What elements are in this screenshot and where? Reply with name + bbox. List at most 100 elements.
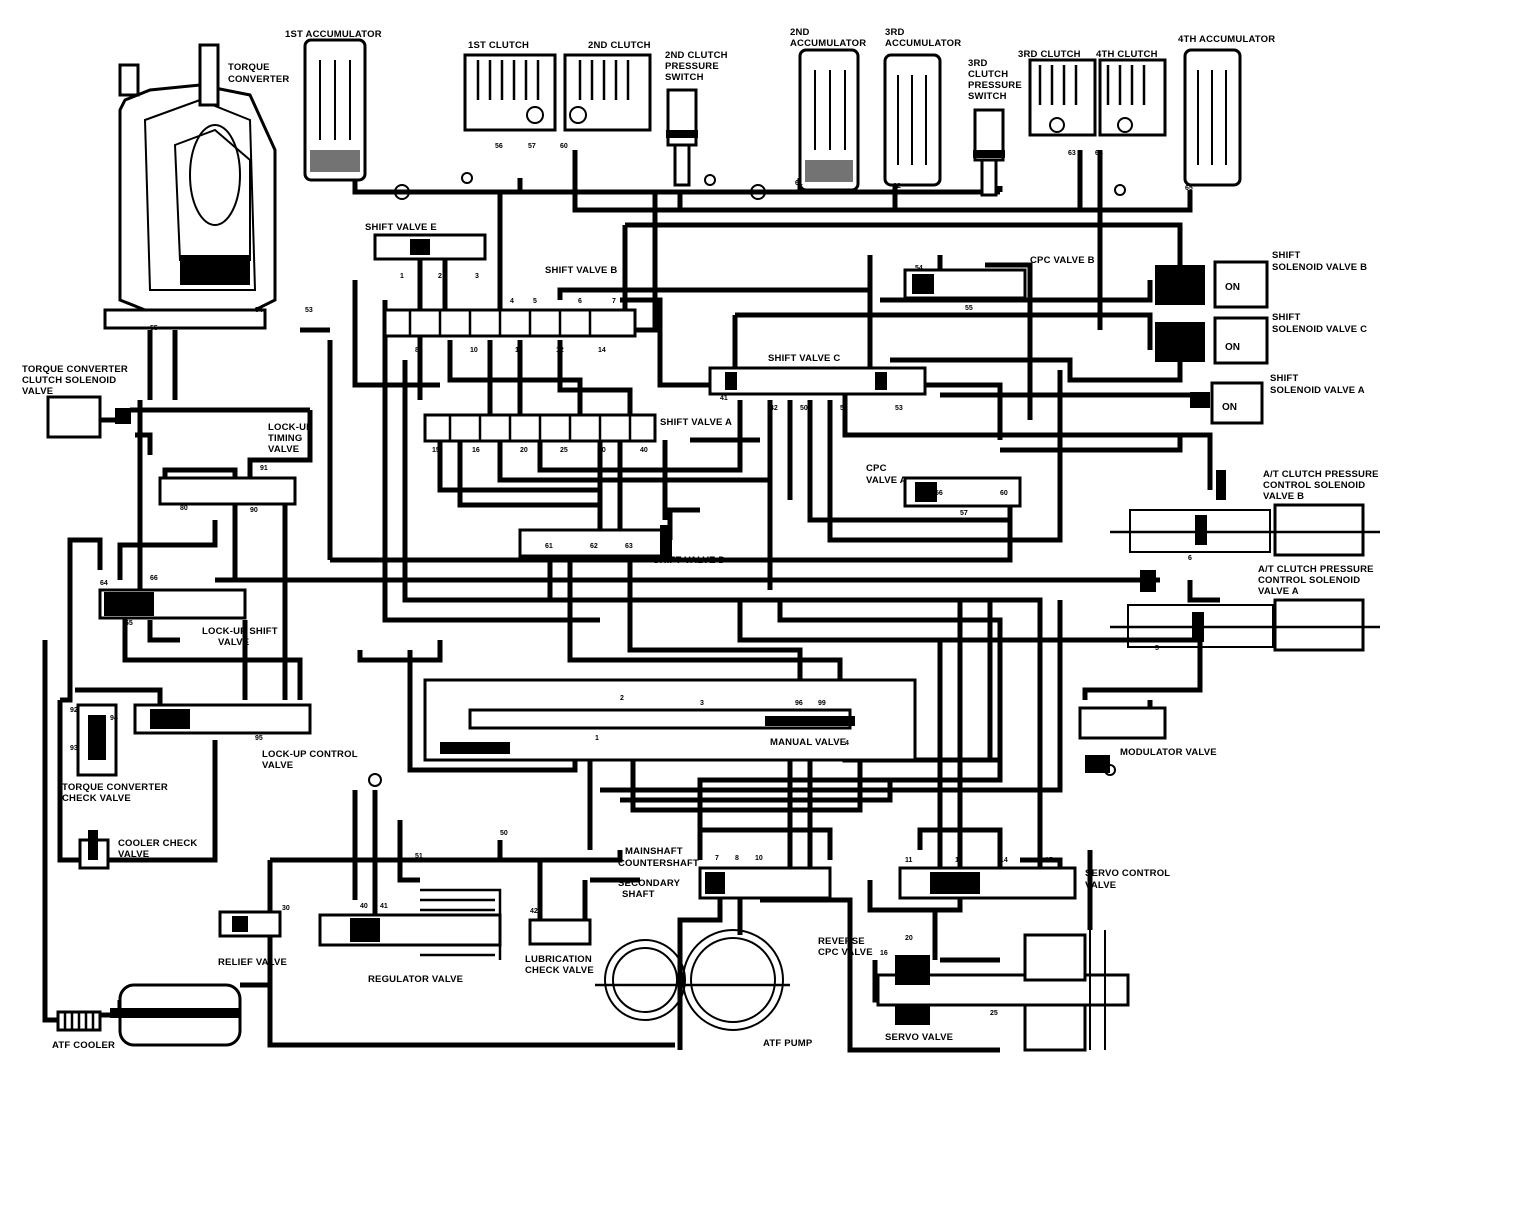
- port-number: 66: [150, 575, 158, 582]
- shift-solenoid-valve-a: [1190, 381, 1264, 425]
- port-number: 15: [432, 447, 440, 454]
- port-number: 3: [700, 700, 704, 707]
- label-shift-valve-e: SHIFT VALVE E: [365, 222, 437, 233]
- port-number: 15: [1045, 857, 1053, 864]
- port-number: 10: [470, 347, 478, 354]
- label-shift-valve-b: SHIFT VALVE B: [545, 265, 617, 276]
- label-atcpc-a-2: CONTROL SOLENOID: [1258, 575, 1360, 586]
- shift-valve-b: [383, 308, 637, 338]
- labels: TORQUE CONVERTER 1ST ACCUMULATOR 1ST CLU…: [22, 27, 1379, 1051]
- label-shift-solenoid-c-1: SHIFT: [1272, 312, 1300, 323]
- atf-cooler: [56, 983, 242, 1047]
- label-atcpc-b-2: CONTROL SOLENOID: [1263, 480, 1365, 491]
- port-number: 12: [955, 857, 963, 864]
- label-regulator-valve: REGULATOR VALVE: [368, 974, 463, 985]
- port-number: 6: [1188, 555, 1192, 562]
- port-number: 50: [800, 405, 808, 412]
- label-atcpc-a-1: A/T CLUTCH PRESSURE: [1258, 564, 1374, 575]
- shift-valve-a: [423, 413, 657, 443]
- port-number: 16: [880, 950, 888, 957]
- torque-converter-check-valve: [76, 703, 118, 777]
- port-number: 11: [515, 347, 523, 354]
- label-shift-valve-d: SHIFT VALVE D: [653, 555, 725, 566]
- relief-valve: [218, 910, 282, 938]
- label-fourth-clutch: 4TH CLUTCH: [1096, 49, 1158, 60]
- port-number: 93: [70, 745, 78, 752]
- port-number: 61: [795, 180, 803, 187]
- port-number: 95: [255, 735, 263, 742]
- port-number: 54: [915, 265, 923, 272]
- lock-up-timing-valve: [158, 476, 297, 506]
- label-shift-solenoid-c-2: SOLENOID VALVE C: [1272, 324, 1367, 335]
- label-third-clutch: 3RD CLUTCH: [1018, 49, 1081, 60]
- label-second-accumulator-1: 2ND: [790, 27, 810, 38]
- label-lock-up-control-2: VALVE: [262, 760, 293, 771]
- port-number: 62: [893, 183, 901, 190]
- solenoid-c-state: ON: [1225, 342, 1240, 353]
- label-shift-valve-c: SHIFT VALVE C: [768, 353, 840, 364]
- solenoid-a-state: ON: [1222, 402, 1237, 413]
- second-clutch: [563, 53, 652, 132]
- label-tcc-solenoid-2: CLUTCH SOLENOID: [22, 375, 116, 386]
- port-number: 55: [965, 305, 973, 312]
- first-clutch: [463, 53, 557, 132]
- second-accumulator: [798, 48, 860, 192]
- manual-valve: [423, 678, 917, 762]
- third-clutch: [1028, 58, 1097, 137]
- label-atcpc-b-3: VALVE B: [1263, 491, 1304, 502]
- port-number: 41: [720, 395, 728, 402]
- label-mainshaft: MAINSHAFT: [625, 846, 683, 857]
- label-lubrication-check-2: CHECK VALVE: [525, 965, 594, 976]
- label-lock-up-timing-2: TIMING: [268, 433, 302, 444]
- shift-valve-c: [708, 366, 927, 396]
- third-accumulator: [883, 53, 942, 187]
- port-number: 12: [556, 347, 564, 354]
- label-torque-converter-2: CONVERTER: [228, 74, 289, 85]
- label-atf-cooler: ATF COOLER: [52, 1040, 115, 1051]
- port-number: 53: [895, 405, 903, 412]
- solenoid-b-state: ON: [1225, 282, 1240, 293]
- lubrication-check-valve: [528, 918, 592, 946]
- port-number: 51: [840, 405, 848, 412]
- cpc-valve-a: [903, 476, 1022, 508]
- third-clutch-pressure-switch: [973, 108, 1005, 197]
- port-number: 64: [100, 580, 108, 587]
- port-number: 51: [415, 853, 423, 860]
- label-cooler-check-1: COOLER CHECK: [118, 838, 197, 849]
- port-number: 65: [125, 620, 133, 627]
- label-cpc-valve-b: CPC VALVE B: [1030, 255, 1095, 266]
- port-number: 56: [495, 143, 503, 150]
- label-lubrication-check-1: LUBRICATION: [525, 954, 592, 965]
- port-number: 55: [150, 325, 158, 332]
- second-clutch-pressure-switch: [666, 88, 698, 187]
- port-number: 20: [905, 935, 913, 942]
- port-number: 54: [255, 307, 263, 314]
- port-number: 4: [845, 740, 849, 747]
- label-relief-valve: RELIEF VALVE: [218, 957, 287, 968]
- label-tcc-solenoid-3: VALVE: [22, 386, 53, 397]
- label-shift-solenoid-a-1: SHIFT: [1270, 373, 1298, 384]
- port-number: 16: [472, 447, 480, 454]
- port-number: 62: [590, 543, 598, 550]
- label-first-clutch: 1ST CLUTCH: [468, 40, 529, 51]
- modulator-valve: [1078, 706, 1167, 773]
- label-third-accumulator-2: ACCUMULATOR: [885, 38, 961, 49]
- shift-solenoid-valve-b: [1155, 260, 1269, 309]
- port-number: 57: [960, 510, 968, 517]
- port-number: 8: [735, 855, 739, 862]
- at-clutch-pressure-control-solenoid-b: [1110, 470, 1380, 557]
- port-number: 14: [1000, 857, 1008, 864]
- label-atf-pump: ATF PUMP: [763, 1038, 813, 1049]
- port-number: 7: [715, 855, 719, 862]
- label-torque-converter-1: TORQUE: [228, 62, 270, 73]
- port-number: 42: [530, 908, 538, 915]
- label-shift-solenoid-b-2: SOLENOID VALVE B: [1272, 262, 1367, 273]
- label-cpc-valve-a-2: VALVE A: [866, 475, 907, 486]
- label-servo-valve: SERVO VALVE: [885, 1032, 953, 1043]
- lock-up-shift-valve: [98, 588, 247, 620]
- port-number: 20: [520, 447, 528, 454]
- label-servo-control-2: VALVE: [1085, 880, 1116, 891]
- label-3rd-switch-3: PRESSURE: [968, 80, 1022, 91]
- lock-up-control-valve: [133, 703, 312, 735]
